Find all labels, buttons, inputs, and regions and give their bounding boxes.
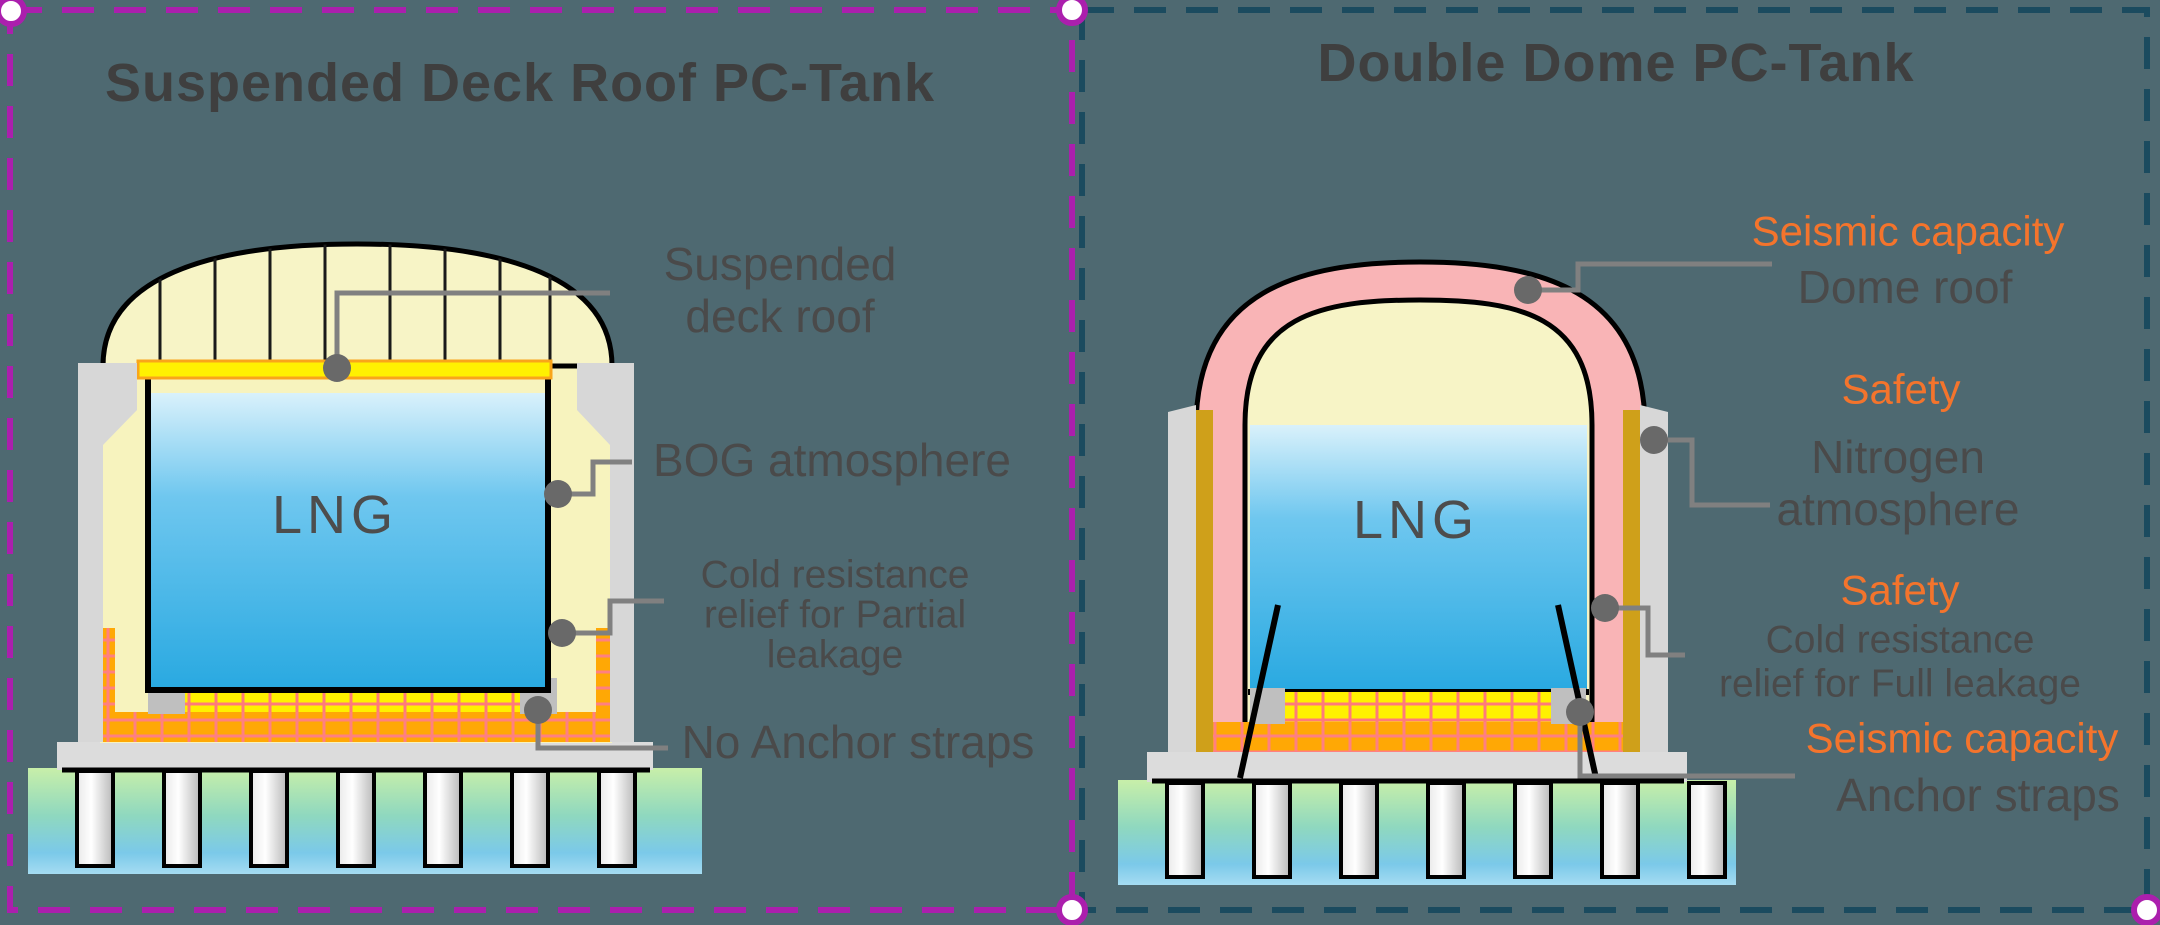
label-dome-roof: Dome roof xyxy=(1798,261,2013,313)
left-wall-right xyxy=(577,363,634,742)
left-lng-label: LNG xyxy=(272,485,398,545)
right-panel-border xyxy=(1079,7,2150,913)
left-dome-seams xyxy=(158,244,552,363)
nitrogen-dot xyxy=(1640,426,1668,454)
left-inner-tank-wall xyxy=(145,377,551,693)
right-panel: Double Dome PC-Tank LNG xyxy=(1079,7,2150,913)
right-lng-label: LNG xyxy=(1353,490,1479,550)
left-panel-border xyxy=(7,7,1075,913)
right-wall-left xyxy=(1168,405,1196,752)
label-safety-2: Safety xyxy=(1840,567,1959,614)
right-leader-lines xyxy=(1528,261,1795,779)
corner-dot-top-junction xyxy=(1056,0,1088,26)
cold-partial-dot xyxy=(548,619,576,647)
left-panel-title: Suspended Deck Roof PC-Tank xyxy=(105,53,935,113)
right-lng-body xyxy=(1250,425,1587,691)
left-leader-dots xyxy=(323,354,576,724)
label-suspended-deck-line1: Suspended xyxy=(664,238,897,290)
bog-dot xyxy=(544,480,572,508)
label-nitrogen-line1: Nitrogen xyxy=(1811,431,1985,483)
label-seismic-top: Seismic capacity xyxy=(1752,208,2065,255)
left-piles xyxy=(75,769,637,868)
label-safety-1: Safety xyxy=(1841,366,1960,413)
right-bottom-insulation xyxy=(1213,722,1623,752)
corner-dot-bottom-junction xyxy=(1056,894,1088,925)
right-leader-dots xyxy=(1514,276,1668,726)
label-cold-full-line2: relief for Full leakage xyxy=(1719,663,2081,706)
left-corner-insulation-right xyxy=(596,628,611,718)
dome-roof-dot xyxy=(1514,276,1542,304)
label-cold-partial-line2: relief for Partial xyxy=(704,594,966,637)
label-seismic-bottom: Seismic capacity xyxy=(1806,715,2119,762)
label-cold-partial-line1: Cold resistance xyxy=(701,554,970,597)
left-wall-left xyxy=(78,363,137,742)
right-yellow-insulation xyxy=(1285,692,1551,722)
left-dome-roof xyxy=(100,241,615,369)
label-leakage: leakage xyxy=(767,634,904,677)
no-anchor-dot xyxy=(524,696,552,724)
left-lng-body xyxy=(150,393,546,689)
right-outer-dome-outline xyxy=(1193,259,1648,429)
label-anchor-straps: Anchor straps xyxy=(1836,769,2120,821)
right-wall-right xyxy=(1640,405,1668,752)
anchor-strap-dot xyxy=(1566,698,1594,726)
label-cold-full-line1: Cold resistance xyxy=(1766,619,2035,662)
anchor-strap-left xyxy=(1237,604,1281,779)
right-gold-strip-left xyxy=(1196,410,1213,752)
cold-full-dot xyxy=(1591,594,1619,622)
label-no-anchor-straps: No Anchor straps xyxy=(682,716,1035,768)
corner-dot-top-left xyxy=(0,0,27,27)
right-piles xyxy=(1165,781,1727,879)
anchor-strap-right xyxy=(1555,604,1599,779)
suspended-deck-dot xyxy=(323,354,351,382)
left-corner-insulation-left xyxy=(100,628,115,718)
corner-dot-bottom-right xyxy=(2131,894,2160,925)
right-gold-strip-right xyxy=(1623,410,1640,752)
right-panel-title: Double Dome PC-Tank xyxy=(1317,33,1914,93)
label-suspended-deck-line2: deck roof xyxy=(685,290,874,342)
label-nitrogen-line2: atmosphere xyxy=(1777,483,2020,535)
label-bog-atmosphere: BOG atmosphere xyxy=(653,434,1011,486)
left-panel: Suspended Deck Roof PC-Tank LNG xyxy=(7,7,1075,913)
